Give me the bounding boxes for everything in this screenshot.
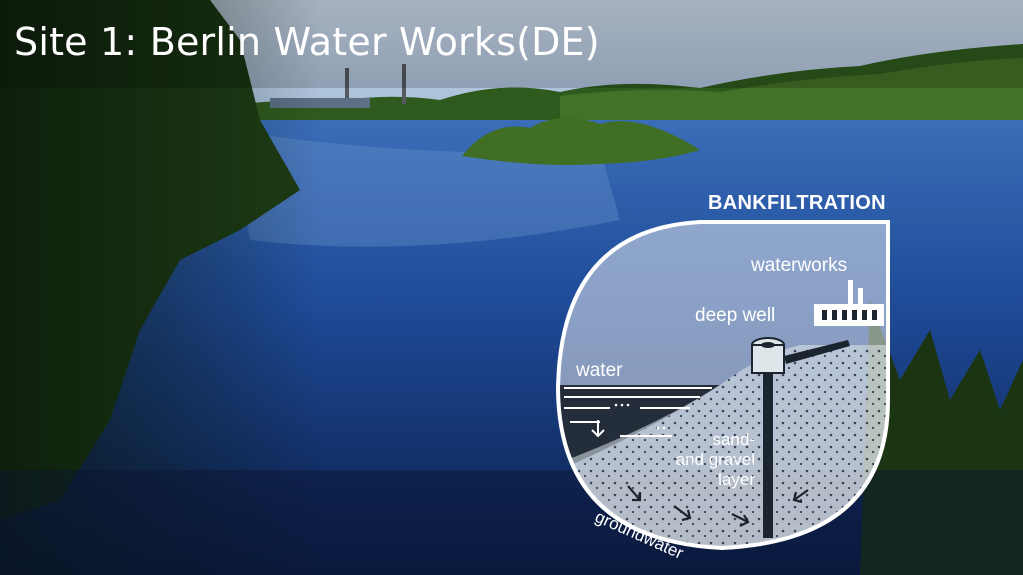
flow-arrow-icon xyxy=(591,420,605,438)
flow-arrow-icon xyxy=(731,513,750,527)
well-pipe-icon xyxy=(751,337,850,538)
chimney xyxy=(402,64,406,104)
diagram-outline xyxy=(555,220,890,551)
reeds xyxy=(860,300,1023,575)
flow-arrow-icon xyxy=(673,505,692,522)
sand-gravel-layer xyxy=(558,345,888,548)
flow-arrow-icon xyxy=(792,489,809,504)
label-waterworks: waterworks xyxy=(751,255,848,276)
label-deep-well: deep well xyxy=(695,305,776,326)
chimney xyxy=(345,68,349,104)
title-band xyxy=(0,0,1023,88)
diagram-heading: BANKFILTRATION xyxy=(708,192,886,214)
water-lines xyxy=(564,387,712,437)
island xyxy=(462,117,700,165)
label-sand-gravel-layer: sand- and gravel layer xyxy=(675,430,755,489)
factory-icon xyxy=(814,280,884,326)
flow-arrow-icon xyxy=(627,485,642,502)
water-body xyxy=(558,385,720,470)
label-water: water xyxy=(576,360,623,381)
slide-title: Site 1: Berlin Water Works(DE) xyxy=(14,20,600,64)
